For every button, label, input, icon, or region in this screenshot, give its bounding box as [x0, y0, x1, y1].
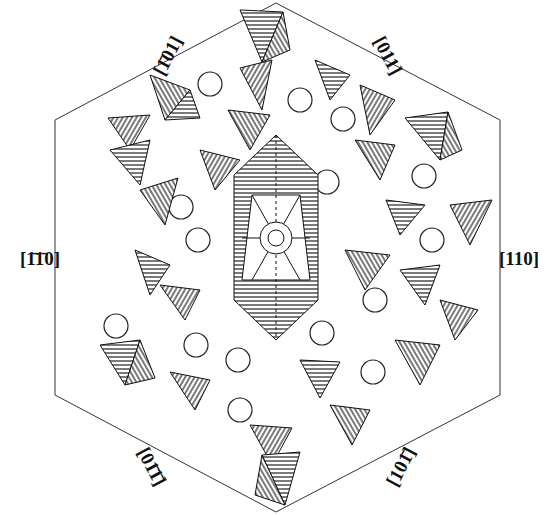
direction-label: [1̄1̄0]	[20, 249, 60, 268]
direction-label: [101̄]	[383, 443, 419, 488]
direction-label: [01̄1̄]	[134, 444, 170, 488]
direction-label: [011]	[370, 33, 406, 77]
direction-label: [110]	[499, 249, 539, 268]
direction-label: [1̄01]	[150, 32, 186, 77]
